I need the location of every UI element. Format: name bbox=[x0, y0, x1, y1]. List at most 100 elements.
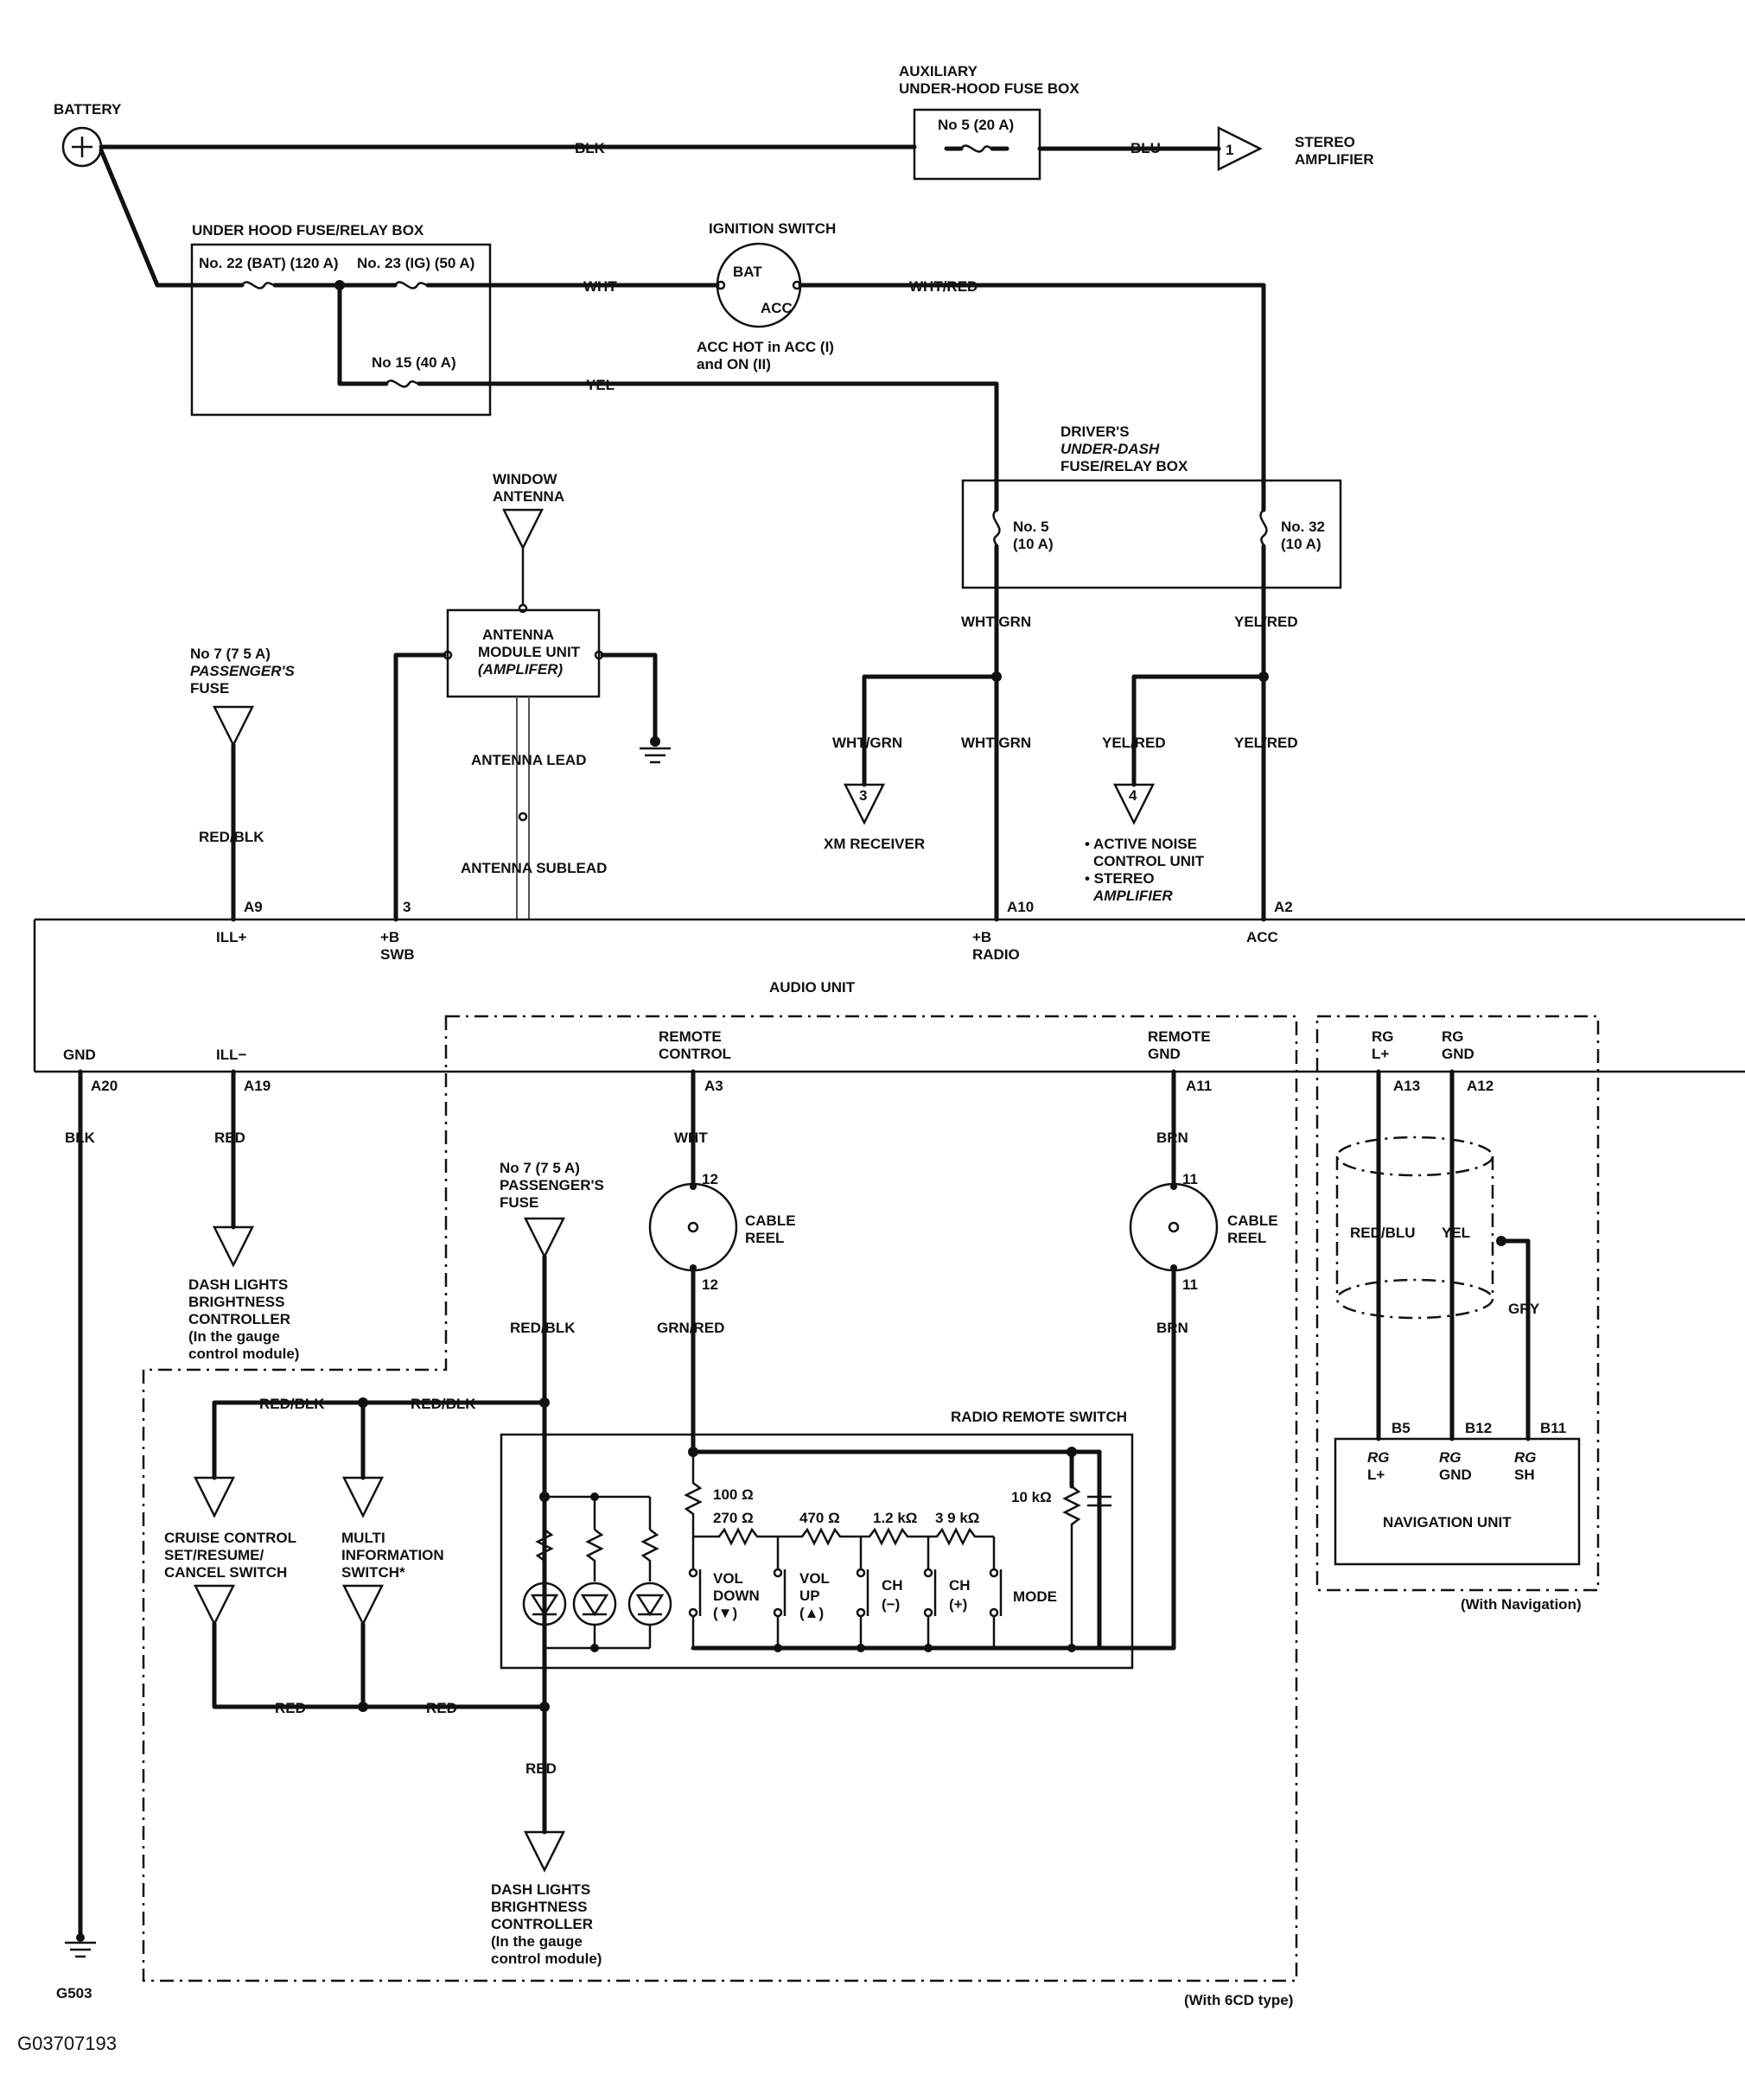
wire-segment bbox=[959, 144, 993, 153]
wire-segment bbox=[693, 1527, 994, 1546]
led-3 bbox=[627, 1581, 672, 1626]
label-cruise-1: CRUISE CONTROL bbox=[164, 1530, 296, 1546]
wire-segment bbox=[1131, 674, 1266, 787]
aux-fuse-box bbox=[913, 108, 1041, 181]
wire-segment bbox=[798, 283, 1266, 512]
label-whtgrn-1: WHT/GRN bbox=[961, 614, 1031, 630]
label-yel-nav: YEL bbox=[1442, 1225, 1470, 1241]
label-redblk-a: RED/BLK bbox=[199, 829, 264, 845]
under-hood-fuse-box bbox=[190, 243, 492, 417]
wire-segment bbox=[212, 1400, 547, 1480]
label-fuse32-2: (10 A) bbox=[1281, 536, 1321, 552]
label-nav-rg3-1: RG bbox=[1514, 1449, 1537, 1466]
label-multi-3: SWITCH* bbox=[341, 1564, 405, 1581]
wire-segment bbox=[65, 1941, 96, 1958]
wire-segment bbox=[989, 1607, 999, 1618]
wire-segment bbox=[691, 1449, 1102, 1651]
label-nav-rg3-2: SH bbox=[1514, 1467, 1535, 1483]
label-red-2: RED bbox=[426, 1700, 457, 1716]
wire-segment bbox=[1062, 1486, 1081, 1648]
label-fuse7-b-2: PASSENGER'S bbox=[500, 1177, 604, 1193]
label-aux-fuse: No 5 (20 A) bbox=[938, 117, 1014, 133]
label-conn4: 4 bbox=[1129, 787, 1137, 804]
wire-segment bbox=[590, 1644, 599, 1652]
label-red-3: RED bbox=[525, 1760, 557, 1777]
label-ch-p-2: (+) bbox=[949, 1596, 967, 1613]
label-brn-low: BRN bbox=[1156, 1320, 1188, 1336]
wire-segment bbox=[716, 280, 726, 290]
label-remote-gnd-2: GND bbox=[1148, 1046, 1181, 1062]
label-uh-box: UNDER HOOD FUSE/RELAY BOX bbox=[192, 222, 424, 239]
label-ch-m-1: CH bbox=[882, 1577, 903, 1594]
label-cable-reel-2b: REEL bbox=[1227, 1230, 1266, 1246]
label-vol-up-3: (▲) bbox=[799, 1605, 824, 1621]
label-redblk-b: RED/BLK bbox=[510, 1320, 576, 1336]
label-blk-top: BLK bbox=[575, 140, 606, 156]
wire-segment bbox=[1499, 1238, 1531, 1441]
connector-3-arrow bbox=[843, 783, 886, 825]
label-pin-a13: A13 bbox=[1393, 1078, 1420, 1094]
wire-segment bbox=[516, 697, 530, 920]
label-dash1-2: BRIGHTNESS bbox=[188, 1294, 284, 1310]
label-yelred-3: YEL/RED bbox=[1234, 735, 1298, 751]
battery-label: BATTERY bbox=[54, 101, 122, 118]
label-win-ant-2: ANTENNA bbox=[493, 488, 564, 505]
label-whtgrn-2: WHT/GRN bbox=[832, 735, 902, 751]
label-r470: 470 Ω bbox=[799, 1510, 840, 1526]
label-rg-gnd-1: RG bbox=[1442, 1028, 1464, 1045]
label-nav-rg1-2: L+ bbox=[1367, 1467, 1385, 1483]
wire-segment bbox=[684, 1452, 703, 1537]
label-anc-3: • STEREO bbox=[1085, 870, 1155, 887]
wire-segment bbox=[1067, 1644, 1076, 1652]
label-fuse7-a-3: FUSE bbox=[190, 680, 229, 697]
label-nav-rg1-1: RG bbox=[1367, 1449, 1390, 1466]
label-pin-a10: A10 bbox=[1007, 899, 1034, 915]
label-pin-a20: A20 bbox=[91, 1078, 118, 1094]
label-fuse7-b-1: No 7 (7 5 A) bbox=[500, 1160, 580, 1176]
wire-segment bbox=[72, 137, 92, 157]
wire-segment bbox=[992, 509, 1001, 547]
label-redblk-d: RED/BLK bbox=[411, 1396, 476, 1412]
wire-segment bbox=[385, 379, 420, 388]
label-drv-box-1: DRIVER'S bbox=[1060, 423, 1130, 440]
wire-segment bbox=[1097, 1265, 1176, 1651]
label-pin-b11: B11 bbox=[1540, 1420, 1566, 1436]
label-rg-lp-2: L+ bbox=[1372, 1046, 1389, 1062]
label-dash1-3: CONTROLLER bbox=[188, 1311, 290, 1327]
label-g503: G503 bbox=[56, 1985, 92, 2001]
label-pin12-top: 12 bbox=[702, 1171, 718, 1187]
label-dash1-4: (In the gauge bbox=[188, 1328, 280, 1345]
label-nav-unit: NAVIGATION UNIT bbox=[1383, 1514, 1512, 1530]
label-dash1-5: control module) bbox=[188, 1346, 299, 1362]
cable-reel-1 bbox=[648, 1182, 738, 1272]
label-b-swb-2: SWB bbox=[380, 946, 415, 963]
label-gry: GRY bbox=[1508, 1301, 1540, 1317]
wire-segment bbox=[856, 1568, 866, 1578]
label-dash2-2: BRIGHTNESS bbox=[491, 1899, 587, 1915]
wire-segment bbox=[688, 1607, 698, 1618]
label-wht-a3: WHT bbox=[674, 1130, 708, 1146]
wire-segment bbox=[687, 1221, 699, 1233]
wire-segment bbox=[1067, 1447, 1077, 1457]
label-fuse32-1: No. 32 bbox=[1281, 519, 1325, 535]
label-with-6cd: (With 6CD type) bbox=[1184, 1992, 1293, 2008]
wire-segment bbox=[358, 1397, 368, 1408]
label-b-radio-1: +B bbox=[972, 929, 991, 945]
label-xm: XM RECEIVER bbox=[824, 836, 925, 852]
label-grnred: GRN/RED bbox=[657, 1320, 724, 1336]
wire-segment bbox=[487, 381, 999, 512]
label-pin11-top: 11 bbox=[1182, 1171, 1198, 1187]
label-drv-box-3: FUSE/RELAY BOX bbox=[1060, 458, 1188, 474]
wire-segment bbox=[530, 1594, 665, 1617]
with-navigation-region bbox=[1315, 1015, 1600, 1592]
drivers-under-dash-fuse-box bbox=[961, 479, 1342, 589]
wire-segment bbox=[518, 811, 528, 822]
label-r270: 270 Ω bbox=[713, 1510, 754, 1526]
label-cruise-2: SET/RESUME/ bbox=[164, 1547, 264, 1563]
label-red-a19: RED bbox=[214, 1130, 245, 1146]
multi-arrow-top bbox=[341, 1476, 385, 1518]
label-audio-unit: AUDIO UNIT bbox=[769, 979, 856, 996]
label-rg-gnd-2: GND bbox=[1442, 1046, 1474, 1062]
wire-segment bbox=[1335, 1156, 1494, 1299]
label-yelred-1: YEL/RED bbox=[1234, 614, 1298, 630]
